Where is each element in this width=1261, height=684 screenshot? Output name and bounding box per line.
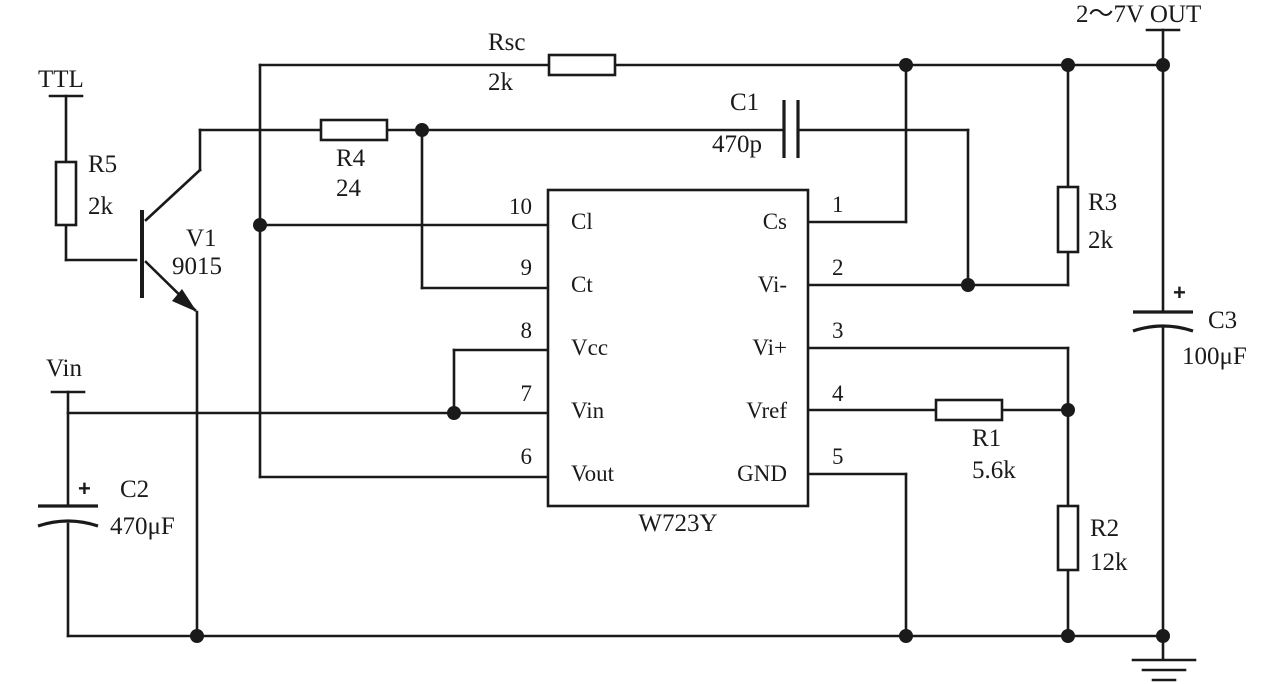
junction-dot [899,629,913,643]
component-value-label: 2k [488,69,514,96]
junction-dot [190,629,204,643]
terminal-vin: Vin [46,355,86,394]
polarity-mark: + [1173,280,1186,305]
pin-number-label: 10 [509,194,532,219]
resistor-r3: R3 2k [1056,185,1117,254]
resistor-body [934,398,1004,422]
component-ref-label: C2 [120,476,149,503]
resistor-body [319,118,389,142]
terminal-label: 2～7V OUT [1076,1,1201,28]
junction-dot [1156,58,1170,72]
pin-name-label: Vi- [758,272,787,297]
component-value-label: 5.6k [972,457,1016,484]
junction-dot [447,406,461,420]
capacitor-c3: + C3 100μF [1132,280,1247,370]
component-ref-label: Rsc [488,29,526,56]
pin-name-label: Cs [763,209,787,234]
terminal-label: Vin [46,355,82,382]
junction-dot [1061,629,1075,643]
capacitor-c2: + C2 470μF [37,476,175,540]
terminal-label: TTL [38,66,84,93]
component-value-label: 12k [1090,549,1128,576]
resistor-body [54,160,78,227]
component-ref-label: C1 [730,89,759,116]
pin-number-label: 4 [832,381,844,406]
ground-symbol-icon [1131,658,1197,682]
terminal-ttl: TTL [38,66,84,98]
pin-number-label: 5 [832,444,844,469]
pin-number-label: 7 [521,381,533,406]
component-ref-label: V1 [186,225,217,252]
junction-dot [1156,629,1170,643]
ic-w723y: W723Y 10 Cl 9 Ct 8 Vcc 7 Vin 6 Vout 1 Cs… [509,188,844,537]
ic-body [546,188,810,508]
wires [64,28,1165,660]
pin-name-label: Vi+ [752,335,787,360]
ic-name-label: W723Y [638,510,717,537]
terminal-out: 2～7V OUT [1076,1,1201,32]
component-value-label: 100μF [1182,343,1247,370]
transistor-v1: V1 9015 [140,210,222,312]
pin-name-label: Vin [571,398,605,423]
pin-number-label: 9 [521,255,533,280]
polarity-mark: + [78,476,91,501]
component-ref-label: R1 [972,425,1001,452]
pin-number-label: 6 [521,444,533,469]
junction-dot [899,58,913,72]
resistor-body [547,53,617,77]
component-ref-label: R3 [1088,189,1117,216]
junction-dot [1061,403,1075,417]
component-ref-label: R5 [88,151,117,178]
component-value-label: 470p [712,131,762,158]
resistor-r2: R2 12k [1056,504,1128,576]
junctions [190,58,1170,643]
component-value-label: 24 [336,175,362,202]
resistor-r4: R4 24 [319,118,389,202]
pin-number-label: 8 [521,318,533,343]
component-value-label: 2k [88,193,114,220]
resistor-r5: R5 2k [54,151,117,227]
emitter-arrow-icon [172,289,197,312]
resistor-rsc: Rsc 2k [488,29,617,96]
pin-name-label: GND [737,461,787,486]
junction-dot [961,278,975,292]
junction-dot [1061,58,1075,72]
pin-name-label: Vcc [571,335,608,360]
resistor-body [1056,504,1080,572]
pin-name-label: Vout [571,461,615,486]
resistor-body [1056,185,1080,254]
component-value-label: 9015 [172,253,222,280]
capacitor-plate-curved [1132,324,1194,333]
capacitor-plate-curved [37,519,99,528]
junction-dot [253,218,267,232]
pin-number-label: 3 [832,318,844,343]
pin-name-label: Cl [571,209,593,234]
component-ref-label: C3 [1208,307,1237,334]
pin-number-label: 1 [832,192,844,217]
junction-dot [415,123,429,137]
component-ref-label: R2 [1090,515,1119,542]
pin-name-label: Vref [746,398,787,423]
component-ref-label: R4 [336,145,366,172]
capacitor-c1: C1 470p [712,89,800,158]
pin-number-label: 2 [832,255,844,280]
resistor-r1: R1 5.6k [934,398,1016,484]
wire [144,168,202,222]
component-value-label: 470μF [110,513,175,540]
pin-name-label: Ct [571,272,593,297]
component-value-label: 2k [1088,227,1114,254]
